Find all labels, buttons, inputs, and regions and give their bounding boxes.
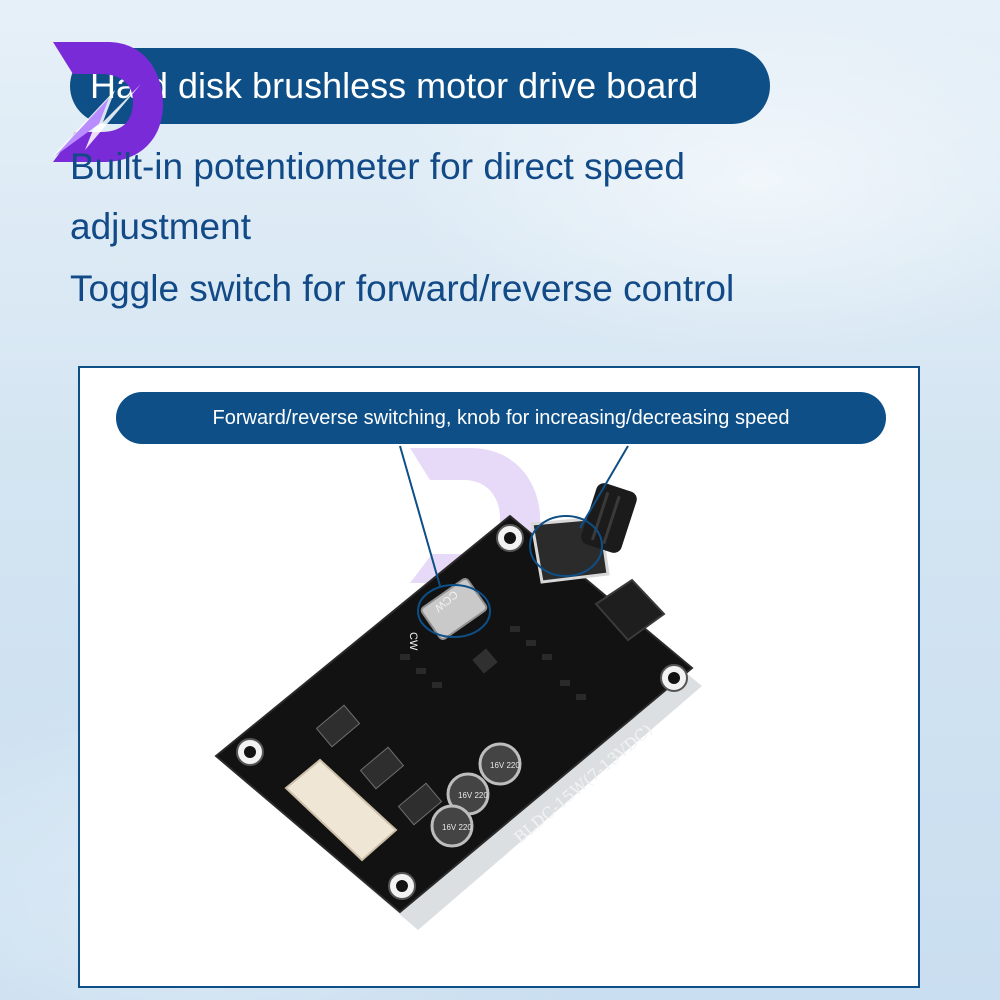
- potentiometer-knob: [581, 483, 637, 553]
- cap-label-a: 16V 220: [490, 761, 520, 770]
- pcb-board: [214, 514, 694, 914]
- cw-label: CW: [407, 632, 419, 651]
- feature-callout: Forward/reverse switching, knob for incr…: [116, 392, 886, 444]
- motor-connector: [284, 758, 398, 862]
- dc-power-jack: [594, 578, 666, 642]
- feature-line-2: adjustment: [70, 206, 251, 247]
- brand-d-logo-icon: [51, 42, 163, 162]
- feature-line-1: Built-in potentiometer for direct speed: [70, 146, 685, 187]
- toggle-switch: [420, 577, 488, 641]
- feature-line-3: Toggle switch for forward/reverse contro…: [70, 268, 735, 309]
- motor-driver-board-photo: 16V 220 16V 220 16V 220 BLDC-15W(7-13VDC…: [214, 445, 702, 930]
- cap-label-b: 16V 220: [458, 791, 488, 800]
- capacitors: [430, 742, 522, 848]
- cap-label-c: 16V 220: [442, 823, 472, 832]
- page-title: Hard disk brushless motor drive board: [70, 48, 770, 124]
